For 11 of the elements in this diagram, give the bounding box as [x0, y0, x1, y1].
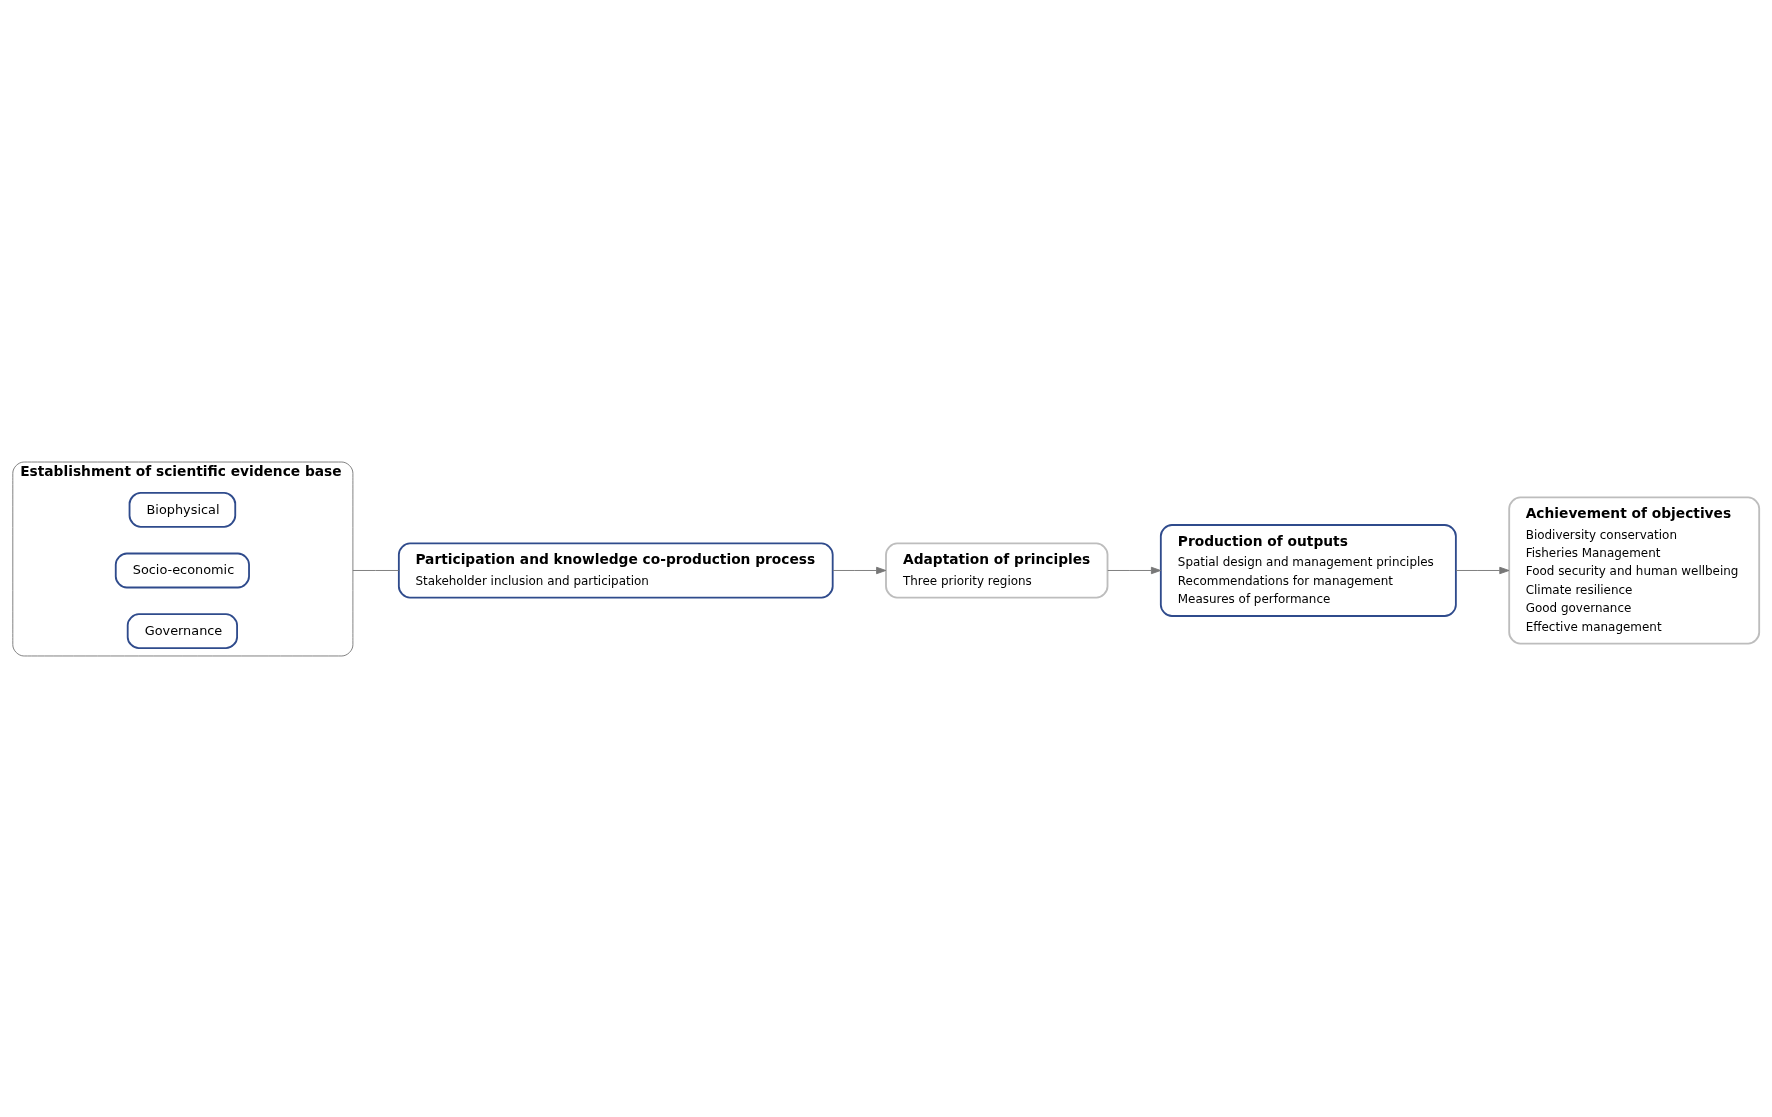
arrow — [1107, 566, 1162, 574]
node-box: Governance — [126, 612, 238, 649]
node-box: Achievement of objectives Biodiversity conservation Fisheries Management Food security and human wellbeing Climate resilience Good governance Effective management — [1508, 496, 1761, 644]
arrow — [1455, 566, 1510, 574]
node-box: Biophysical — [128, 491, 237, 528]
node-box: Participation and knowledge co-production process Stakeholder inclusion and participation — [397, 541, 834, 598]
connector — [352, 569, 400, 571]
node-box: Socio-economic — [114, 552, 250, 588]
node-box: Adaptation of principles Three priority regions — [885, 541, 1109, 598]
node-box: Production of outputs Spatial design and management principles Recommendations for management Measures of performance — [1159, 523, 1457, 617]
arrow — [832, 566, 887, 574]
